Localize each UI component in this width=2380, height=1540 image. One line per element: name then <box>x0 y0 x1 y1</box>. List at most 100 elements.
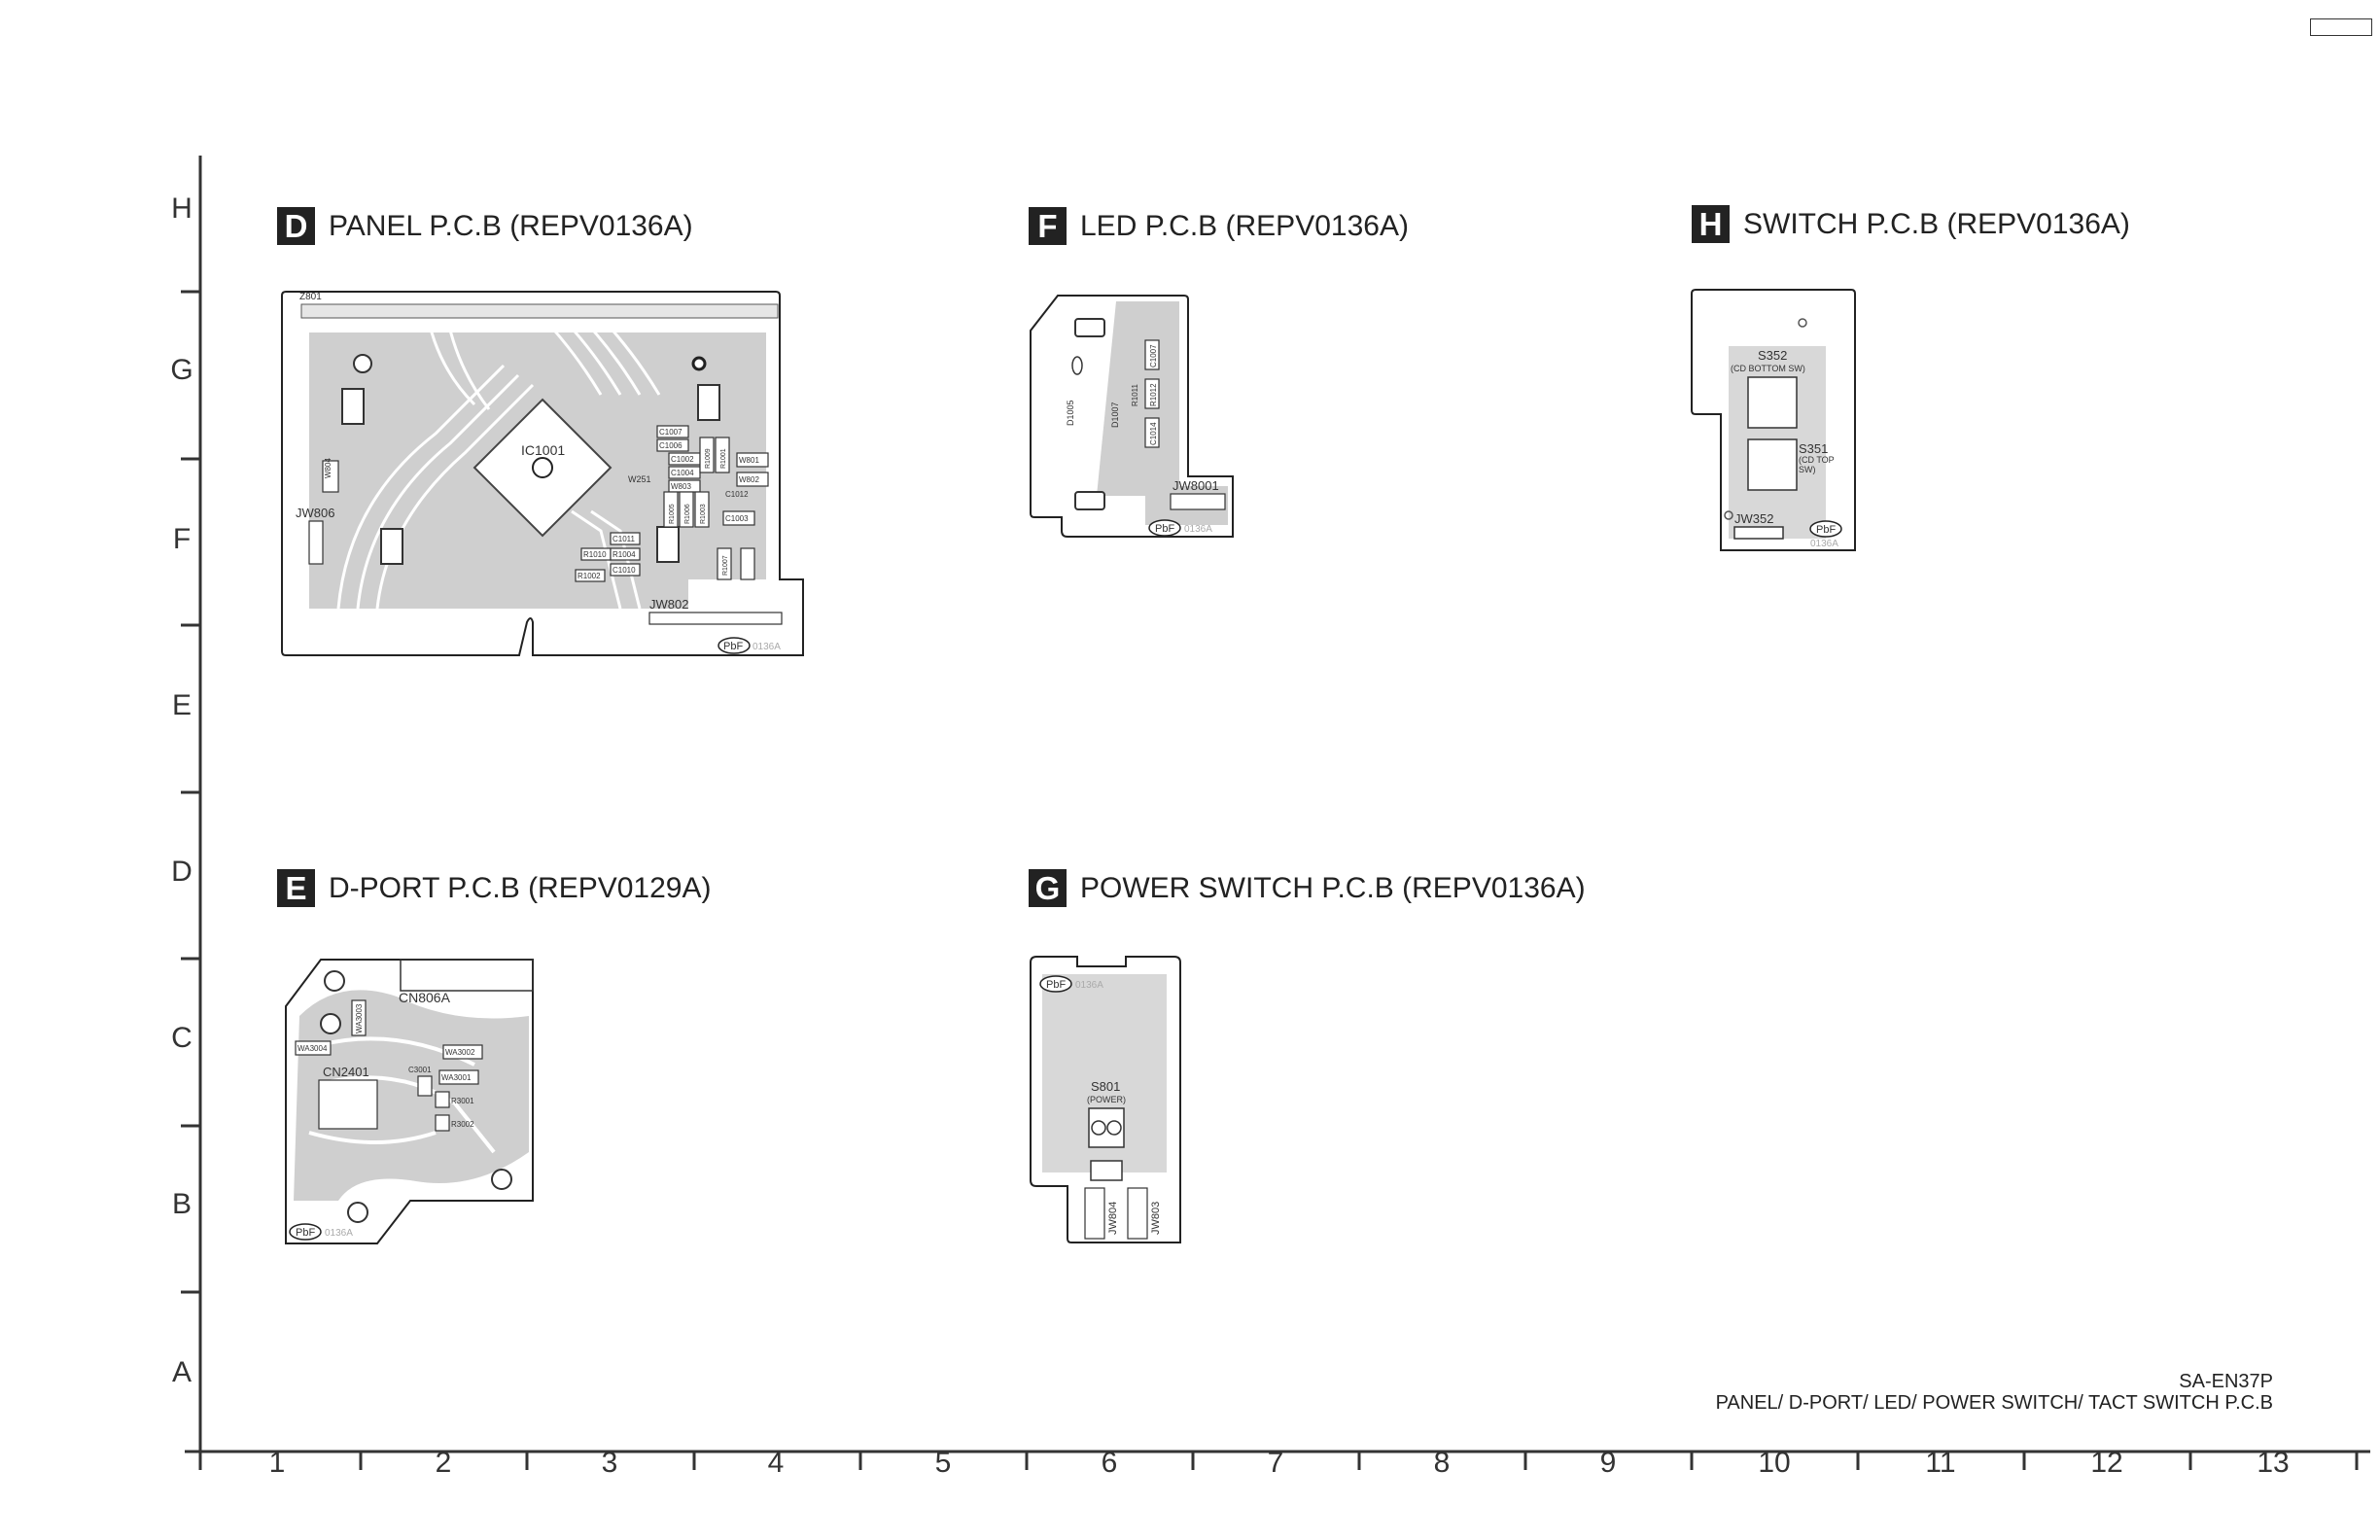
section-e-title: D-PORT P.C.B (REPV0129A) <box>329 871 712 904</box>
ref-d1005: D1005 <box>1066 400 1075 426</box>
ref-d1007: D1007 <box>1110 402 1120 428</box>
ref-c1010: C1010 <box>612 566 636 575</box>
section-g-title: POWER SWITCH P.C.B (REPV0136A) <box>1080 871 1586 904</box>
power-switch-pcb: S801 (POWER) JW804 JW803 PbF 0136A <box>1029 953 1194 1254</box>
ref-jw804: JW804 <box>1107 1202 1119 1235</box>
row-label-h: H <box>171 192 192 225</box>
ref-r1010: R1010 <box>583 550 607 559</box>
section-d-title: PANEL P.C.B (REPV0136A) <box>329 209 693 242</box>
ref-s352: S352 <box>1758 348 1787 363</box>
row-label-d: D <box>171 856 192 888</box>
ref-s801-note: (POWER) <box>1087 1095 1126 1104</box>
section-h-letter: H <box>1692 205 1730 243</box>
section-g-letter: G <box>1029 869 1067 907</box>
page-subtitle: PANEL/ D-PORT/ LED/ POWER SWITCH/ TACT S… <box>1715 1392 2273 1414</box>
ref-jw806: JW806 <box>296 506 334 520</box>
ref-cn2401: CN2401 <box>323 1065 369 1079</box>
panel-board-code: 0136A <box>752 642 781 652</box>
ref-r3001: R3001 <box>451 1097 474 1105</box>
ref-w803: W803 <box>671 482 691 491</box>
row-label-b: B <box>171 1188 192 1220</box>
ref-wa3001: WA3001 <box>441 1073 472 1082</box>
ref-r1012: R1012 <box>1149 383 1158 406</box>
section-h-title: SWITCH P.C.B (REPV0136A) <box>1743 207 2130 240</box>
col-label-2: 2 <box>435 1447 452 1479</box>
ref-jw803: JW803 <box>1150 1202 1162 1235</box>
ref-c1004: C1004 <box>671 469 694 477</box>
ref-c1003: C1003 <box>725 514 749 523</box>
page-number-box <box>2310 18 2372 36</box>
switch-pcb: S352 (CD BOTTOM SW) S351 (CD TOP SW) JW3… <box>1690 288 1860 560</box>
ref-r1006: R1006 <box>684 504 691 524</box>
ref-r1004: R1004 <box>612 550 636 559</box>
ref-r3002: R3002 <box>451 1120 474 1129</box>
ref-r1002: R1002 <box>578 572 601 580</box>
ref-jw802: JW802 <box>649 597 688 612</box>
ref-wa3003: WA3003 <box>355 1003 364 1033</box>
ref-c1014: C1014 <box>1149 422 1158 445</box>
row-label-g: G <box>170 354 193 386</box>
ref-jw352: JW352 <box>1734 511 1773 526</box>
ref-s351: S351 <box>1799 441 1828 456</box>
ref-s801: S801 <box>1091 1079 1120 1094</box>
ref-r1005: R1005 <box>669 504 676 524</box>
ref-r1009: R1009 <box>705 448 712 469</box>
led-board-code: 0136A <box>1184 524 1212 535</box>
ref-r1007: R1007 <box>722 555 729 576</box>
col-label-1: 1 <box>268 1447 286 1479</box>
ref-s351-note: (CD TOP <box>1799 455 1835 465</box>
led-pbf-badge: PbF <box>1155 523 1174 535</box>
section-f-title: LED P.C.B (REPV0136A) <box>1080 209 1409 242</box>
ref-w251: W251 <box>628 474 651 484</box>
ref-c1012: C1012 <box>725 490 749 499</box>
ref-c1006: C1006 <box>659 441 682 450</box>
col-label-11: 11 <box>1925 1447 1956 1479</box>
col-label-6: 6 <box>1101 1447 1118 1479</box>
ref-c1007: C1007 <box>659 428 682 437</box>
ref-r1001: R1001 <box>720 448 727 469</box>
power-board-code: 0136A <box>1075 980 1103 991</box>
ref-s351-note2: SW) <box>1799 465 1816 474</box>
ref-wa3004: WA3004 <box>298 1044 328 1053</box>
switch-pbf-badge: PbF <box>1816 524 1836 536</box>
row-label-a: A <box>171 1356 192 1388</box>
ref-w804: W804 <box>324 458 332 478</box>
row-label-e: E <box>171 689 192 721</box>
col-label-3: 3 <box>601 1447 618 1479</box>
ref-ic1001: IC1001 <box>521 442 565 458</box>
panel-pbf-badge: PbF <box>723 641 743 652</box>
section-h-heading: H SWITCH P.C.B (REPV0136A) <box>1692 205 2130 243</box>
ref-w802: W802 <box>739 475 759 484</box>
ref-s352-note: (CD BOTTOM SW) <box>1731 364 1805 373</box>
ref-jw8001: JW8001 <box>1172 478 1219 493</box>
ref-c1007-led: C1007 <box>1149 344 1158 368</box>
section-d-heading: D PANEL P.C.B (REPV0136A) <box>277 207 693 245</box>
ref-c3001: C3001 <box>408 1066 432 1074</box>
ref-c1002: C1002 <box>671 455 694 464</box>
col-label-10: 10 <box>1758 1447 1791 1479</box>
col-label-7: 7 <box>1267 1447 1284 1479</box>
dport-pbf-badge: PbF <box>296 1227 315 1239</box>
power-pbf-badge: PbF <box>1046 979 1066 991</box>
ref-cn806a: CN806A <box>399 990 451 1005</box>
footer-caption: SA-EN37P PANEL/ D-PORT/ LED/ POWER SWITC… <box>1716 1371 2273 1414</box>
col-label-12: 12 <box>2090 1447 2123 1479</box>
led-pcb: D1005 D1007 C1007 R1012 R1011 C1014 JW80… <box>1029 292 1242 544</box>
row-label-c: C <box>171 1022 192 1054</box>
col-label-13: 13 <box>2257 1447 2290 1479</box>
section-f-letter: F <box>1029 207 1067 245</box>
ref-z801: Z801 <box>299 292 322 302</box>
col-label-5: 5 <box>934 1447 952 1479</box>
ref-wa3002: WA3002 <box>445 1048 475 1057</box>
col-label-4: 4 <box>767 1447 785 1479</box>
panel-pcb: Z801 IC1001 JW806 W804 W251 JW802 C1007 … <box>280 288 810 662</box>
dport-board-code: 0136A <box>325 1228 353 1239</box>
ref-r1003: R1003 <box>700 504 707 524</box>
section-d-letter: D <box>277 207 315 245</box>
switch-board-code: 0136A <box>1810 539 1838 549</box>
ref-r1011: R1011 <box>1131 383 1139 406</box>
ref-w801: W801 <box>739 456 759 465</box>
ref-c1011: C1011 <box>612 535 636 543</box>
model-number: SA-EN37P <box>2179 1371 2273 1392</box>
